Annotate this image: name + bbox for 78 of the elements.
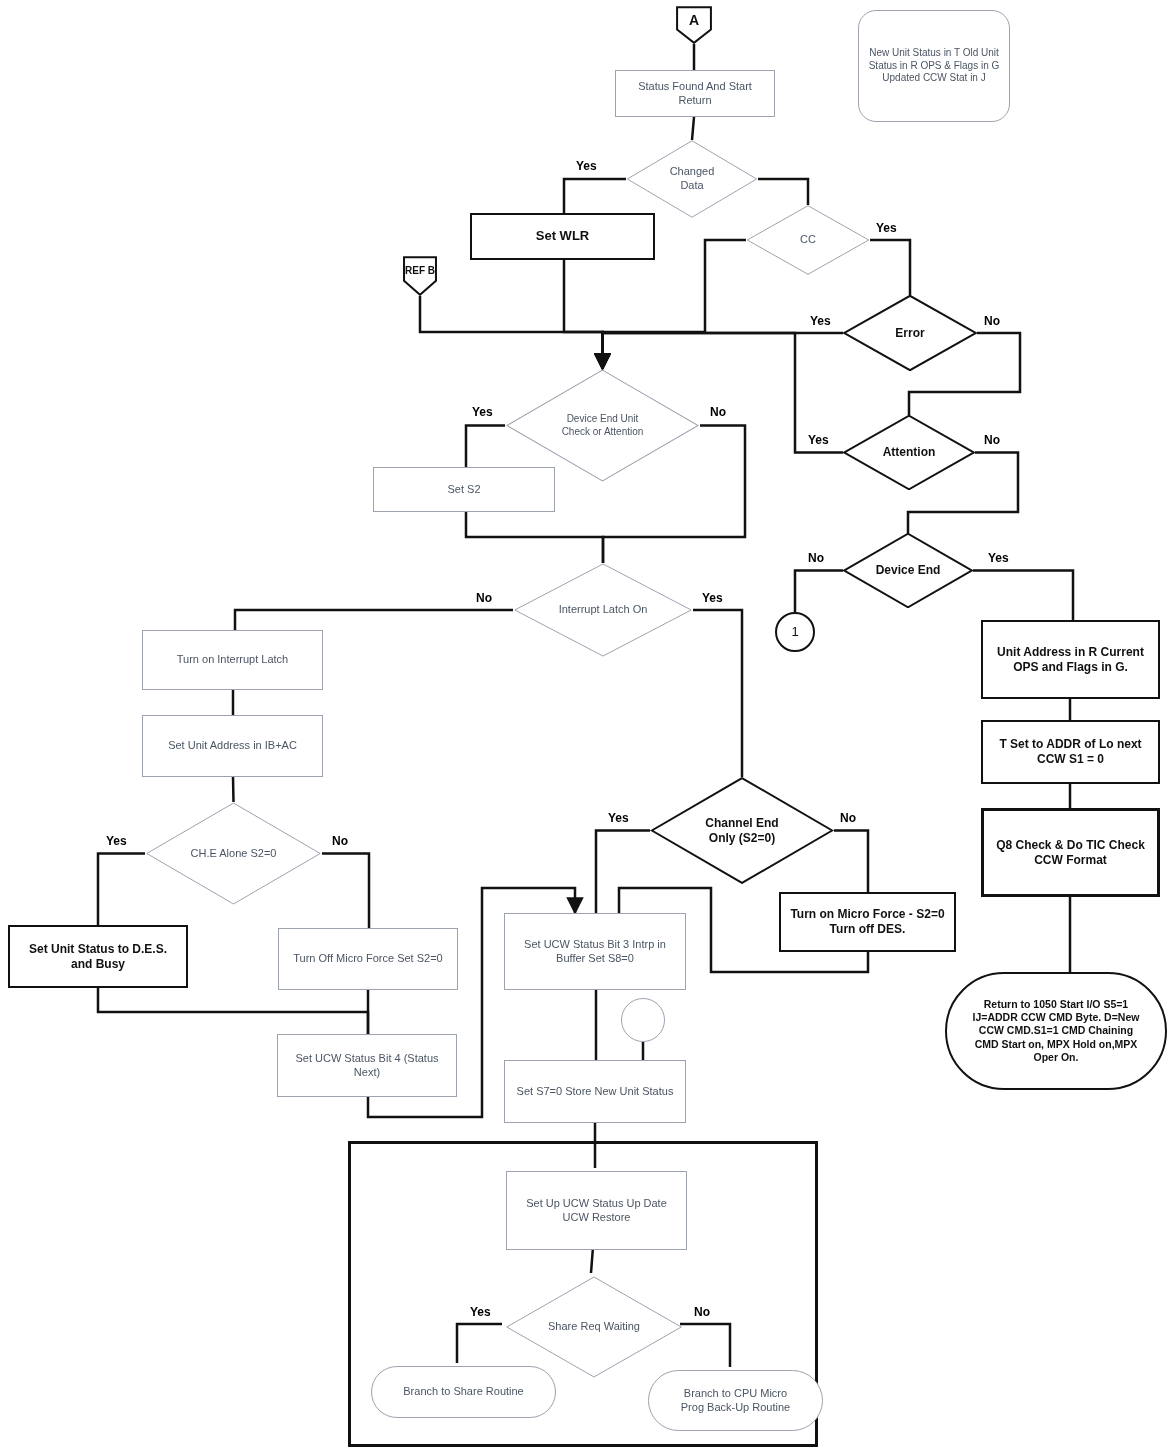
edge-label: Yes <box>470 406 495 418</box>
connector-line <box>464 424 505 467</box>
process-box: Set Up UCW Status Up Date UCW Restore <box>506 1171 687 1250</box>
connector-line <box>1068 784 1072 808</box>
edge-label: Yes <box>606 812 631 824</box>
process-box: Set Unit Status to D.E.S. and Busy <box>8 925 188 988</box>
process-box: Set Unit Address in IB+AC <box>142 715 323 777</box>
decision-diamond: CH.E Alone S2=0 <box>145 802 322 905</box>
connector-line <box>1068 699 1072 720</box>
process-box: Status Found And Start Return <box>615 70 775 117</box>
edge-label: Yes <box>468 1306 493 1318</box>
connector-line <box>464 512 605 563</box>
edge-label: No <box>330 835 350 847</box>
edge-label: Yes <box>986 552 1011 564</box>
decision-diamond: Interrupt Latch On <box>513 563 693 657</box>
process-box: Set UCW Status Bit 4 (Status Next) <box>277 1034 457 1097</box>
connector-line <box>680 1322 732 1367</box>
decision-diamond: Device End <box>843 533 973 608</box>
process-box: Q8 Check & Do TIC Check CCW Format <box>981 808 1160 897</box>
connector-line <box>593 1123 597 1168</box>
connector-line <box>562 177 626 213</box>
decision-diamond: CC <box>746 205 870 275</box>
connector-circle <box>621 998 665 1042</box>
edge-label: Yes <box>806 434 831 446</box>
connector-line <box>96 852 145 925</box>
decision-diamond: Attention <box>843 415 975 490</box>
arrow <box>593 331 843 454</box>
edge-label: No <box>982 434 1002 446</box>
decision-diamond: Error <box>843 295 977 371</box>
connector-line <box>366 990 370 1034</box>
connector-line <box>906 451 1020 533</box>
edge-label: Yes <box>700 592 725 604</box>
edge-label: Yes <box>874 222 899 234</box>
connector-line <box>322 852 371 928</box>
connector-line <box>233 608 513 630</box>
connector-line <box>834 829 870 892</box>
connector-line <box>231 690 235 715</box>
edge-label: No <box>708 406 728 418</box>
process-box: Turn on Interrupt Latch <box>142 630 323 690</box>
process-box: T Set to ADDR of Lo next CCW S1 = 0 <box>981 720 1160 784</box>
offpage-connector: REF B <box>403 256 437 296</box>
process-box: Turn Off Micro Force Set S2=0 <box>278 928 458 990</box>
connector-circle: 1 <box>775 612 815 652</box>
process-box: Set S7=0 Store New Unit Status <box>504 1060 686 1123</box>
connector-line <box>692 44 696 70</box>
connector-line <box>758 177 810 205</box>
edge-label: Yes <box>574 160 599 172</box>
decision-diamond: Channel End Only (S2=0) <box>650 777 834 884</box>
connector-line <box>231 776 235 803</box>
edge-label: Yes <box>104 835 129 847</box>
connector-line <box>690 116 696 141</box>
connector-line <box>617 886 870 974</box>
decision-diamond: Share Req Waiting <box>505 1276 683 1378</box>
edge-label: Yes <box>808 315 833 327</box>
process-box: Set S2 <box>373 467 555 512</box>
edge-label: No <box>474 592 494 604</box>
offpage-connector: A <box>676 6 712 44</box>
connector-line <box>1068 897 1072 972</box>
connector-line <box>693 608 744 777</box>
process-box: Turn on Micro Force - S2=0 Turn off DES. <box>779 892 956 952</box>
decision-diamond: Changed Data <box>626 140 758 218</box>
edge-label: No <box>692 1306 712 1318</box>
connector-line <box>455 1322 502 1363</box>
connector-line <box>973 569 1075 620</box>
edge-label: No <box>806 552 826 564</box>
annotation-note: New Unit Status in T Old Unit Status in R OPS & Flags in G Updated CCW Stat in J <box>858 10 1010 122</box>
process-box: Set WLR <box>470 213 655 260</box>
edge-label: No <box>982 315 1002 327</box>
process-box: Set UCW Status Bit 3 Intrp in Buffer Set S8=0 <box>504 913 686 990</box>
arrow <box>366 886 584 1119</box>
edge-label: No <box>838 812 858 824</box>
connector-line <box>594 990 598 1060</box>
connector-line <box>907 331 1022 415</box>
connector-line <box>793 569 843 612</box>
process-box: Unit Address in R Current OPS and Flags in G. <box>981 620 1160 699</box>
connector-line <box>594 829 650 913</box>
connector-line <box>870 238 912 295</box>
decision-diamond: Device End Unit Check or Attention <box>505 369 700 482</box>
